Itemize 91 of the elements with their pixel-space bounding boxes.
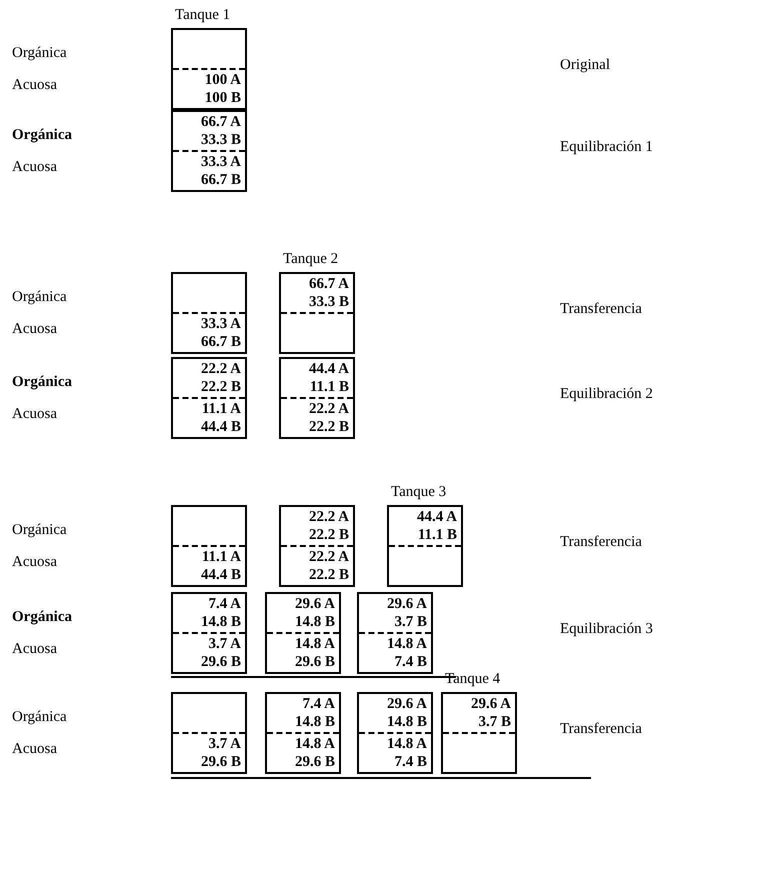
tank-box (441, 692, 517, 774)
stage-label: Transferencia (560, 302, 642, 317)
amount-text: 11.1 B (418, 526, 457, 544)
phase-label: Acuosa (12, 160, 57, 175)
amount-text: 33.3 A (200, 153, 241, 171)
phase-label: Orgánica (12, 375, 72, 390)
amount-text: 22.2 B (200, 378, 241, 396)
amount-text: 66.7 B (200, 333, 241, 351)
phase-label: Acuosa (12, 555, 57, 570)
amount-text: 14.8 A (386, 635, 427, 653)
tank-label: Tanque 1 (175, 8, 230, 23)
phase-label: Acuosa (12, 742, 57, 757)
tank-box (279, 357, 355, 439)
amount-text: 22.2 A (308, 548, 349, 566)
amount-text: 33.3 A (200, 315, 241, 333)
amount-text: 29.6 A (294, 595, 335, 613)
phase-label: Orgánica (12, 710, 67, 725)
amount-text: 33.3 B (308, 293, 349, 311)
tank-label: Tanque 4 (445, 672, 500, 687)
stage-label: Equilibración 3 (560, 622, 653, 637)
tank-box (171, 357, 247, 439)
tank-box (171, 110, 247, 192)
tank-label: Tanque 2 (283, 252, 338, 267)
amount-text: 66.7 B (200, 171, 241, 189)
tank-box (265, 592, 341, 674)
amount-text: 7.4 A (208, 595, 241, 613)
tank-box (265, 692, 341, 774)
amount-text: 14.8 A (294, 635, 335, 653)
amount-text: 3.7 A (208, 735, 241, 753)
amount-text: 14.8 B (386, 713, 427, 731)
amount-text: 29.6 A (470, 695, 511, 713)
tank-box (279, 505, 355, 587)
amount-text: 44.4 A (416, 508, 457, 526)
tank-box (387, 505, 463, 587)
tank-box (171, 692, 247, 774)
amount-text: 22.2 A (308, 508, 349, 526)
tank-box (171, 592, 247, 674)
tank-box (171, 272, 247, 354)
amount-text: 29.6 B (294, 753, 335, 771)
phase-label: Orgánica (12, 46, 67, 61)
phase-label: Acuosa (12, 407, 57, 422)
tank-box (357, 592, 433, 674)
amount-text: 22.2 B (308, 418, 349, 436)
amount-text: 100 B (204, 89, 241, 107)
amount-text: 44.4 B (200, 566, 241, 584)
stage-label: Transferencia (560, 535, 642, 550)
amount-text: 29.6 B (200, 653, 241, 671)
amount-text: 22.2 B (308, 526, 349, 544)
amount-text: 29.6 A (386, 695, 427, 713)
amount-text: 7.4 B (394, 653, 427, 671)
phase-label: Orgánica (12, 523, 67, 538)
phase-label: Acuosa (12, 642, 57, 657)
tank-box (171, 505, 247, 587)
phase-label: Orgánica (12, 128, 72, 143)
amount-text: 11.1 B (310, 378, 349, 396)
stage-label: Equilibración 2 (560, 387, 653, 402)
amount-text: 66.7 A (308, 275, 349, 293)
amount-text: 7.4 B (394, 753, 427, 771)
stage-label: Original (560, 58, 610, 73)
amount-text: 44.4 B (200, 418, 241, 436)
amount-text: 7.4 A (302, 695, 335, 713)
tank-box (279, 272, 355, 354)
amount-text: 22.2 B (308, 566, 349, 584)
amount-text: 14.8 B (294, 613, 335, 631)
amount-text: 3.7 A (208, 635, 241, 653)
stage-label: Transferencia (560, 722, 642, 737)
amount-text: 11.1 A (202, 548, 241, 566)
amount-text: 44.4 A (308, 360, 349, 378)
amount-text: 66.7 A (200, 113, 241, 131)
amount-text: 22.2 A (308, 400, 349, 418)
phase-label: Acuosa (12, 322, 57, 337)
amount-text: 29.6 B (294, 653, 335, 671)
amount-text: 14.8 A (294, 735, 335, 753)
amount-text: 3.7 B (478, 713, 511, 731)
amount-text: 14.8 B (294, 713, 335, 731)
amount-text: 14.8 B (200, 613, 241, 631)
amount-text: 33.3 B (200, 131, 241, 149)
amount-text: 22.2 A (200, 360, 241, 378)
phase-label: Orgánica (12, 290, 67, 305)
amount-text: 29.6 A (386, 595, 427, 613)
stage-label: Equilibración 1 (560, 140, 653, 155)
amount-text: 3.7 B (394, 613, 427, 631)
amount-text: 100 A (204, 71, 241, 89)
tank-label: Tanque 3 (391, 485, 446, 500)
amount-text: 29.6 B (200, 753, 241, 771)
phase-label: Orgánica (12, 610, 72, 625)
phase-label: Acuosa (12, 78, 57, 93)
amount-text: 11.1 A (202, 400, 241, 418)
amount-text: 14.8 A (386, 735, 427, 753)
tank-box (357, 692, 433, 774)
tank-box (171, 28, 247, 110)
